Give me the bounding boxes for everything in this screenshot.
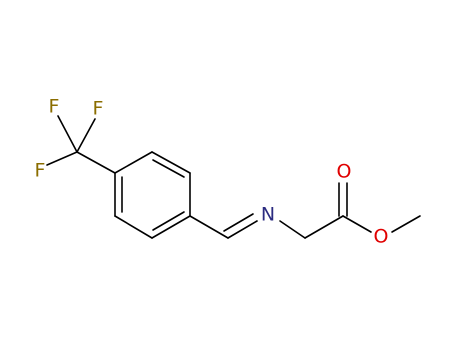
ring-bond-2 [151,151,191,174]
bond-c-f-top-right [76,118,96,153]
bond-c-o-ester [342,215,372,233]
bond-c-n-double-1 [227,220,258,239]
bond-c-n-double-2 [223,213,254,232]
ring-bond-5 [114,215,153,239]
atom-label-f-top-right: F [93,98,104,120]
bond-o-methyl [391,215,421,233]
ring-double-bond-inner-2 [152,211,185,231]
atom-label-o-ester: O [374,226,389,248]
atom-label-n: N [261,204,275,226]
atom-label-o-carbonyl: O [337,161,352,183]
bond-cf3-ring [76,151,116,174]
ring-bond-1 [114,151,153,174]
bond-c-f-left [46,151,78,166]
ring-bond-4 [151,215,191,239]
bond-ring-ch [189,215,229,239]
ring-double-bond-inner-1 [152,159,185,178]
bond-ch2-carbonyl [304,215,344,239]
bond-n-ch2 [279,220,306,239]
atom-label-f-top-left: F [49,96,60,118]
bond-c-f-top-left [57,115,78,153]
atom-label-f-left: F [35,160,46,182]
